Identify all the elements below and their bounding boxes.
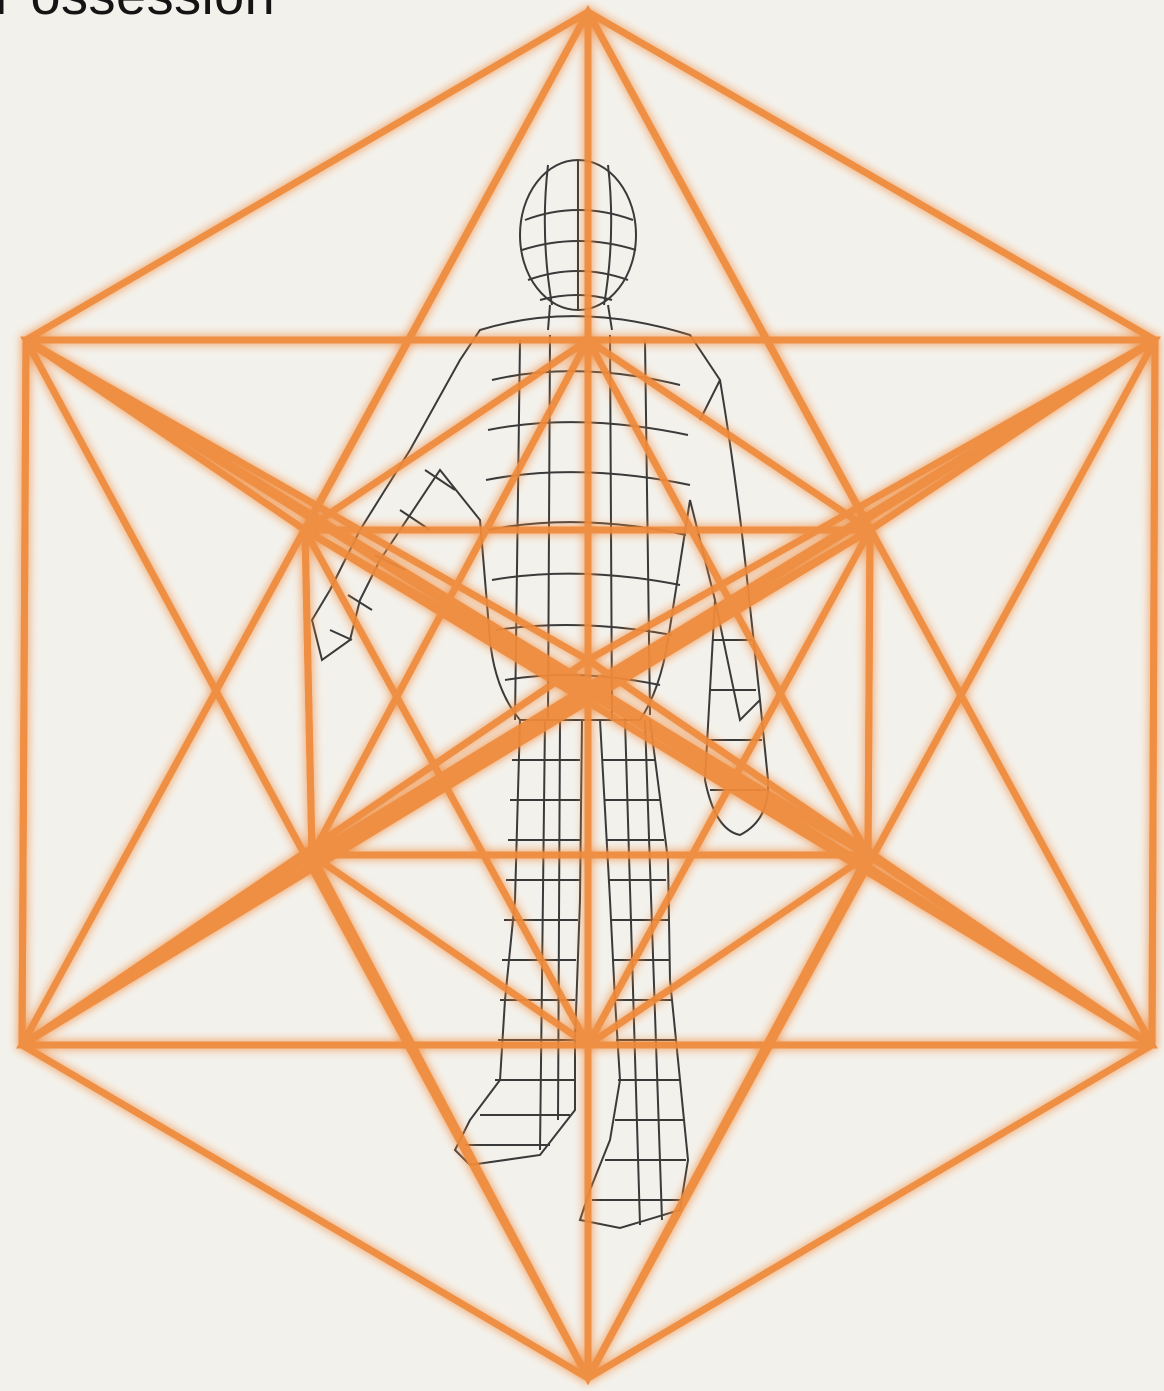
metatron-cube-lines [22, 12, 1155, 1378]
